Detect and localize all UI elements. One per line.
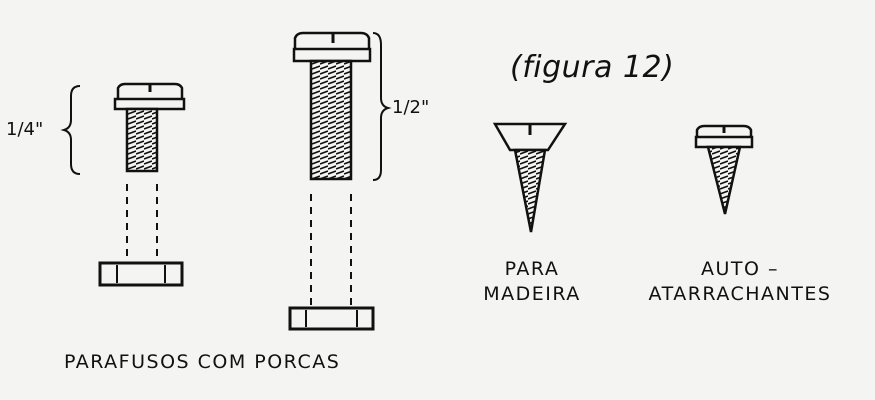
wood-caption-line2: MADEIRA — [483, 282, 581, 305]
bolts-caption: PARAFUSOS COM PORCAS — [64, 351, 341, 373]
dimension-label-half: 1/2" — [392, 97, 430, 118]
short-bolt — [113, 82, 186, 262]
wood-screw-caption: PARA MADEIRA — [472, 258, 592, 306]
dimension-brace-half — [372, 32, 392, 181]
self-tapping-screw — [694, 124, 754, 215]
figure-title: (figura 12) — [510, 50, 675, 85]
dimension-label-quarter: 1/4" — [6, 119, 44, 140]
self-tapping-caption: AUTO – ATARRACHANTES — [640, 258, 840, 306]
wood-screw — [492, 122, 568, 233]
long-bolt — [292, 31, 372, 307]
short-bolt-nut — [98, 261, 184, 287]
self-caption-line2: ATARRACHANTES — [648, 282, 832, 305]
self-caption-line1: AUTO – — [700, 258, 779, 280]
long-bolt-nut — [288, 306, 375, 331]
wood-caption-line1: PARA — [504, 258, 560, 280]
dimension-brace-quarter — [60, 85, 81, 175]
